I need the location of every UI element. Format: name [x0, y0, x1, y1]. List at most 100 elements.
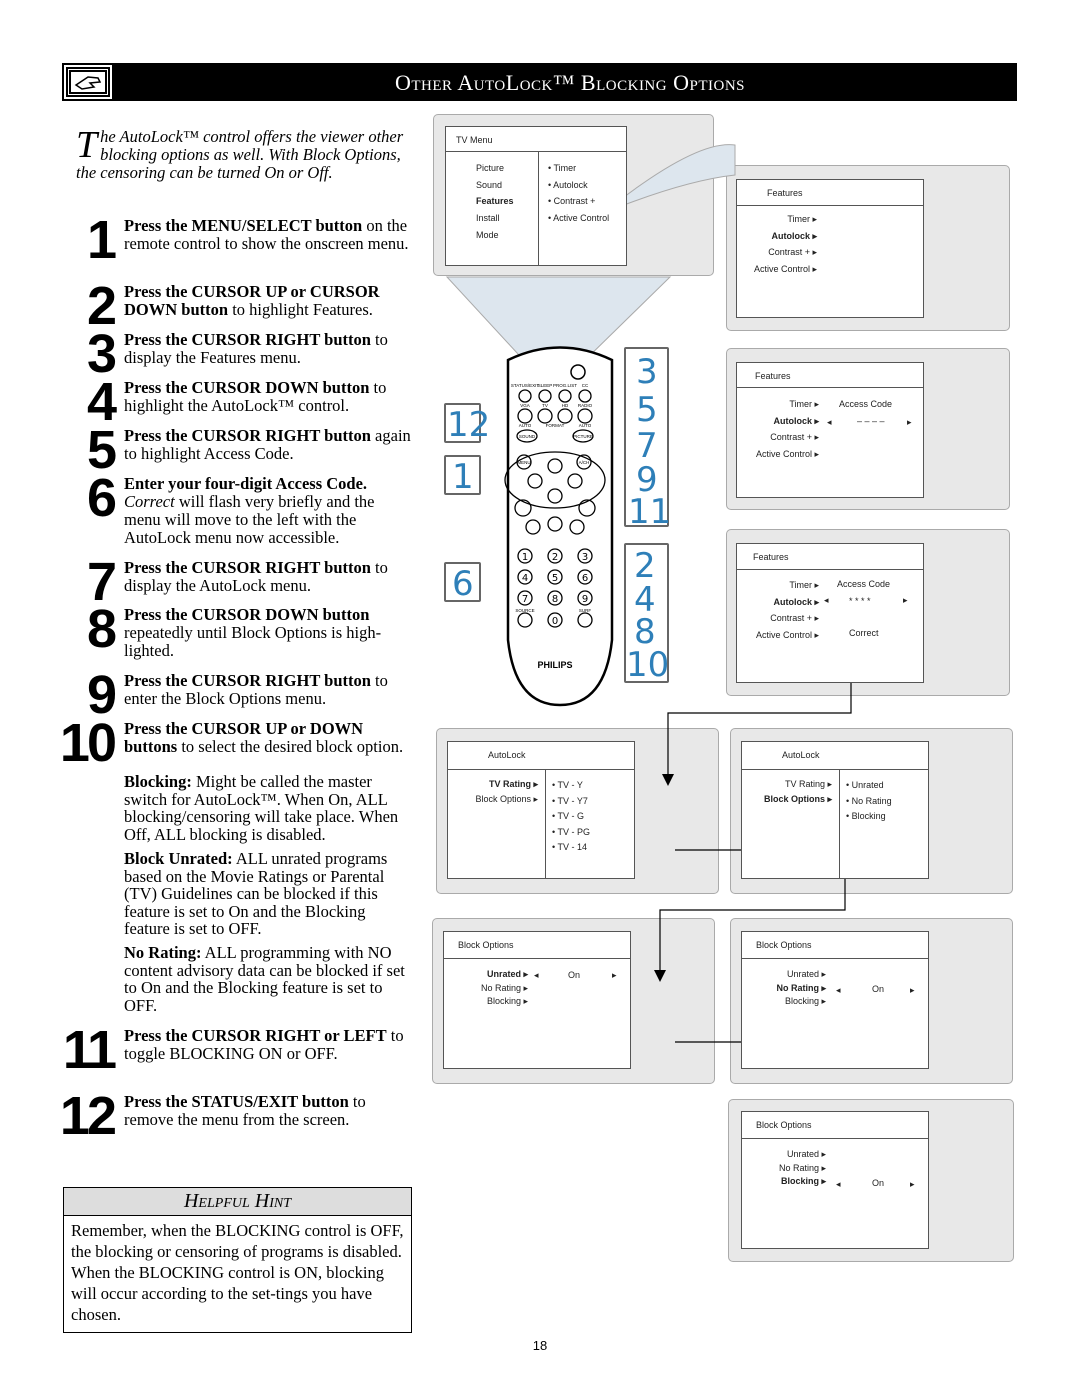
step-number: 12 — [59, 1086, 117, 1146]
step-bold: Press the CURSOR RIGHT button — [124, 426, 371, 445]
hand-pointer-icon — [64, 65, 112, 99]
step-rest: repeatedly until Block Options is high-l… — [124, 623, 382, 660]
step-bold: Press the CURSOR RIGHT button — [124, 330, 371, 349]
step-number: 2 — [86, 276, 117, 336]
remote-button-label: VGA — [520, 403, 530, 408]
blocking-description: Blocking: Might be called the master swi… — [124, 772, 399, 844]
menu-item: Timer ▸ — [787, 214, 817, 224]
step-number: 3 — [86, 324, 117, 384]
left-arrow-icon: ◂ — [836, 1179, 841, 1189]
step-rest: to remove the menu from the screen. — [124, 1092, 366, 1129]
menu-item: Contrast + ▸ — [768, 247, 817, 257]
right-arrow-icon: ▸ — [907, 417, 912, 427]
page-title: Other AutoLock™ Blocking Options — [394, 70, 745, 95]
menu-item: Active Control ▸ — [755, 629, 819, 640]
callout-number: 11 — [628, 492, 672, 532]
menu-item: • Unrated — [846, 780, 884, 790]
menu-item: Contrast + ▸ — [770, 432, 819, 442]
step-rest: on the remote control to show the onscre… — [124, 216, 409, 253]
step-bold: Press the MENU/SELECT button — [124, 216, 363, 235]
left-arrow-icon: ◂ — [827, 417, 832, 427]
remote-digit-label: 6 — [582, 573, 588, 584]
step-bold: Press the CURSOR RIGHT button — [124, 558, 371, 577]
menu-item: Blocking ▸ — [486, 996, 528, 1006]
left-arrow-icon: ◂ — [836, 985, 841, 995]
remote-button-label: AUTO — [519, 423, 532, 428]
remote-button-label: FORMAT — [546, 423, 565, 428]
page-number: 18 — [532, 1338, 548, 1353]
menu-item: Unrated ▸ — [786, 1149, 826, 1159]
step-text: Press the CURSOR DOWN button repeatedly … — [124, 606, 414, 660]
menu-item: Features — [476, 196, 514, 207]
step-bold: Press the CURSOR DOWN button — [124, 605, 370, 624]
autolock-screen-2: AutoLock TV Rating ▸Block Options ▸• Unr… — [741, 741, 929, 879]
callout-box-left-2 — [444, 455, 481, 495]
callout-number: 1 — [452, 457, 474, 497]
menu-item: • TV - 14 — [552, 842, 587, 852]
menu-item: Autolock ▸ — [773, 415, 819, 426]
callout-number: 8 — [634, 612, 656, 652]
features-screen-3: Features Timer ▸Autolock ▸Contrast + ▸Ac… — [736, 543, 924, 683]
menu-item: Autolock ▸ — [773, 596, 819, 607]
access-code-dashes: – – – – — [857, 416, 885, 426]
callout-number: 5 — [636, 390, 658, 430]
menu-item: • Autolock — [548, 179, 588, 190]
remote-digit-label: 1 — [522, 552, 528, 563]
callout-number: 12 — [447, 405, 491, 445]
remote-button-label: A/CH — [579, 460, 590, 465]
left-arrow-icon: ◂ — [534, 970, 539, 980]
step-rest: to toggle BLOCKING ON or OFF. — [124, 1026, 404, 1063]
step-text: Press the STATUS/EXIT button to remove t… — [124, 1093, 414, 1129]
remote-digit-label: 7 — [522, 594, 528, 605]
step-rest: to select the desired block option. — [177, 737, 404, 756]
step-rest: will flash very briefly and the menu wil… — [124, 492, 375, 547]
menu-item: No Rating ▸ — [778, 1162, 826, 1173]
block-options-screen-2: Block Options Unrated ▸No Rating ▸Blocki… — [741, 931, 929, 1069]
step-text: Press the CURSOR RIGHT button again to h… — [124, 427, 414, 463]
menu-item: Autolock ▸ — [771, 230, 817, 241]
step-bold: Press the CURSOR RIGHT button — [124, 671, 371, 690]
callout-box-left-3 — [444, 562, 481, 602]
step-text: Press the CURSOR RIGHT button to enter t… — [124, 672, 414, 708]
remote-digit-label: 3 — [582, 552, 588, 563]
callout-box-left-1 — [444, 403, 481, 443]
right-arrow-icon: ▸ — [903, 595, 908, 605]
helpful-hint-title: Helpful Hint — [64, 1188, 411, 1216]
right-arrow-icon: ▸ — [910, 1179, 915, 1189]
remote-button-label: PROG.LIST — [553, 383, 577, 388]
remote-button-label: PICTURE — [573, 434, 593, 439]
step-text: Press the CURSOR RIGHT button to display… — [124, 331, 414, 367]
step-number: 11 — [62, 1020, 117, 1080]
callout-number: 4 — [634, 580, 656, 620]
callout-box-right-2 — [624, 543, 669, 683]
remote-digit-label: 8 — [552, 594, 558, 605]
access-code-label: Access Code — [839, 399, 893, 409]
menu-item: Install — [476, 213, 500, 224]
power-button — [570, 364, 586, 380]
intro-dropcap: T — [76, 124, 98, 166]
autolock-screen-1: AutoLock TV Rating ▸Block Options ▸• TV … — [447, 741, 635, 879]
remote-brand: PHILIPS — [537, 660, 572, 670]
step-rest: to display the Features menu. — [124, 330, 388, 367]
callout-number: 3 — [636, 352, 658, 392]
step-rest: to enter the Block Options menu. — [124, 671, 388, 708]
step-text: Press the CURSOR RIGHT button to display… — [124, 559, 414, 595]
menu-item: Picture — [476, 163, 505, 173]
remote-digit-label: 4 — [522, 573, 528, 584]
remote-button-label: TV — [542, 403, 548, 408]
block-value: On — [872, 1178, 885, 1188]
menu-item: • No Rating — [846, 795, 892, 806]
step-bold: Enter your four-digit Access Code. — [124, 474, 368, 493]
menu-item: Block Options ▸ — [763, 794, 832, 804]
callout-number: 6 — [452, 564, 474, 604]
menu-item: • Active Control — [548, 213, 610, 224]
remote-button-label: SOUND — [519, 434, 536, 439]
step-number: 1 — [86, 210, 117, 270]
step-text: Press the CURSOR RIGHT or LEFT to toggle… — [124, 1027, 414, 1063]
step-bold: Press the CURSOR UP or CURSOR DOWN butto… — [124, 282, 380, 319]
menu-item: TV Rating ▸ — [784, 779, 832, 789]
remote-button-label: STATUS/EXIT — [511, 383, 540, 388]
